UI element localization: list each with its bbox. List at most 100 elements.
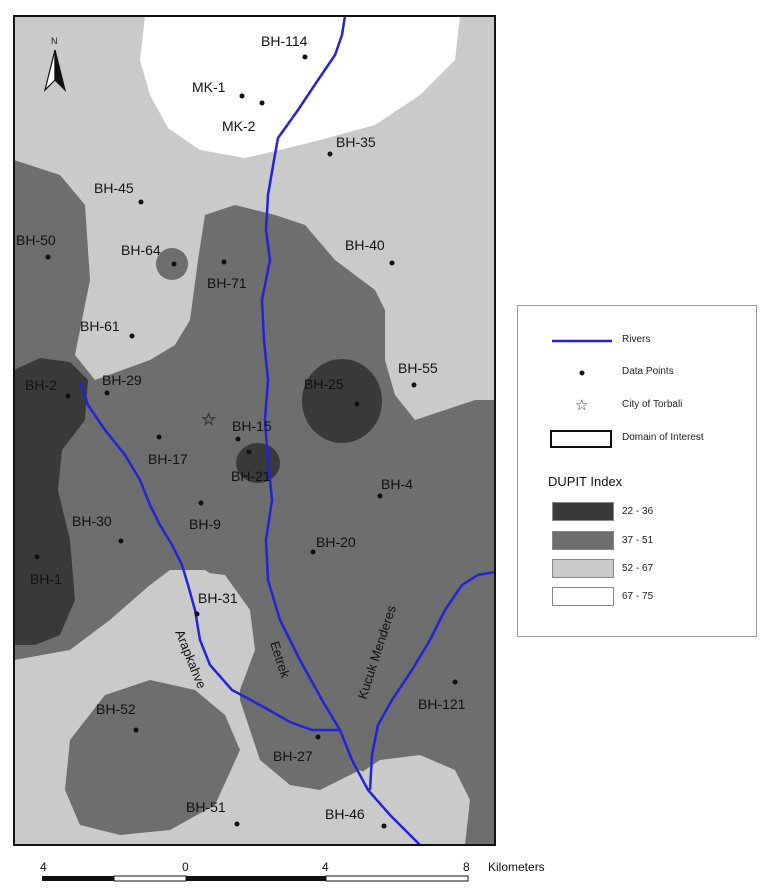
point-label: BH-9	[189, 516, 221, 532]
data-point	[310, 549, 316, 555]
point-label: BH-17	[148, 451, 188, 467]
scale-unit: Kilometers	[488, 860, 545, 874]
data-point	[133, 727, 139, 733]
data-point	[259, 100, 265, 106]
point-label: BH-35	[336, 134, 376, 150]
point-label: BH-50	[16, 232, 56, 248]
city-torbali-star-icon: ☆	[201, 410, 216, 429]
point-label: BH-46	[325, 806, 365, 822]
point-label: BH-15	[232, 418, 272, 434]
point-label: BH-29	[102, 372, 142, 388]
legend-item-domain: Domain of Interest	[518, 428, 756, 452]
scale-segment	[113, 875, 187, 882]
data-points	[34, 54, 458, 829]
data-point	[377, 493, 383, 499]
point-label: BH-55	[398, 360, 438, 376]
point-label: BH-30	[72, 513, 112, 529]
legend-swatch-class-3	[552, 559, 614, 578]
point-label: BH-2	[25, 377, 57, 393]
data-point	[118, 538, 124, 544]
legend-label: Domain of Interest	[622, 432, 704, 443]
legend-swatch-class-1	[552, 502, 614, 521]
zone-37-51-main	[14, 160, 495, 845]
data-point	[381, 823, 387, 829]
river-line-icon	[552, 339, 612, 343]
north-label: N	[51, 36, 58, 46]
point-label: BH-51	[186, 799, 226, 815]
data-point	[194, 611, 200, 617]
map: ☆	[13, 15, 496, 846]
scale-segment	[325, 875, 469, 882]
data-point	[235, 436, 241, 442]
data-point	[129, 333, 135, 339]
data-point	[198, 500, 204, 506]
data-point	[34, 554, 40, 560]
point-label: BH-40	[345, 237, 385, 253]
map-border	[13, 15, 496, 846]
data-point	[315, 734, 321, 740]
zone-22-36-west	[14, 358, 88, 645]
data-point	[327, 151, 333, 157]
river-main	[260, 16, 422, 845]
data-point	[239, 93, 245, 99]
legend-swatch-class-4	[552, 587, 614, 606]
data-point	[302, 54, 308, 60]
point-label: MK-1	[192, 79, 226, 95]
data-point	[45, 254, 51, 260]
legend-label: City of Torbali	[622, 399, 683, 410]
scale-segment	[186, 876, 326, 881]
data-point	[156, 434, 162, 440]
data-point	[389, 260, 395, 266]
scale-tick-label: 4	[40, 860, 47, 874]
scale-tick-label: 4	[322, 860, 329, 874]
point-label: BH-114	[261, 33, 308, 49]
legend-label: Rivers	[622, 334, 651, 345]
point-label: BH-121	[418, 696, 466, 712]
legend-class-label: 37 - 51	[622, 535, 654, 546]
data-point	[138, 199, 144, 205]
point-label: BH-52	[96, 701, 136, 717]
zone-37-51-bh52	[65, 680, 240, 835]
scale-tick-label: 0	[182, 860, 189, 874]
point-label: BH-71	[207, 275, 247, 291]
point-label: BH-20	[316, 534, 356, 550]
zone-67-75-top	[140, 16, 460, 158]
point-label: BH-1	[30, 571, 62, 587]
data-point	[246, 449, 252, 455]
data-point-icon	[579, 370, 585, 376]
scale-segment	[42, 876, 114, 881]
domain-box-icon	[550, 430, 612, 448]
data-point	[104, 390, 110, 396]
scale-bar: 4 0 4 8 Kilometers	[40, 860, 545, 882]
data-point	[65, 393, 71, 399]
point-labels: BH-114 MK-1 MK-2 BH-35 BH-45 BH-50 BH-64…	[16, 33, 466, 822]
legend-label: Data Points	[622, 366, 674, 377]
legend-class-label: 67 - 75	[622, 591, 654, 602]
data-point	[221, 259, 227, 265]
legend-item-data-points: Data Points	[518, 362, 756, 386]
legend-item-rivers: Rivers	[518, 330, 756, 354]
point-label: BH-27	[273, 748, 313, 764]
legend-swatch-class-2	[552, 531, 614, 550]
point-label: BH-21	[231, 468, 271, 484]
point-label: BH-61	[80, 318, 120, 334]
point-label: BH-25	[304, 376, 344, 392]
north-arrow-icon: N	[43, 36, 67, 92]
zone-22-36-bh25	[302, 359, 382, 443]
legend-index-title: DUPIT Index	[548, 474, 623, 489]
point-label: BH-4	[381, 476, 413, 492]
point-label: BH-31	[198, 590, 238, 606]
scale-tick-label: 8	[463, 860, 470, 874]
point-label: BH-45	[94, 180, 134, 196]
data-point	[411, 382, 417, 388]
river-kucuk-menderes	[368, 570, 495, 791]
legend-item-city: ☆ City of Torbali	[518, 395, 756, 419]
map-legend: Rivers Data Points ☆ City of Torbali Dom…	[517, 305, 757, 637]
legend-class-label: 52 - 67	[622, 563, 654, 574]
point-label: BH-64	[121, 242, 161, 258]
legend-class-label: 22 - 36	[622, 506, 654, 517]
data-point	[171, 261, 177, 267]
star-icon: ☆	[575, 397, 589, 414]
river-arapkahve	[78, 381, 340, 732]
data-point	[234, 821, 240, 827]
